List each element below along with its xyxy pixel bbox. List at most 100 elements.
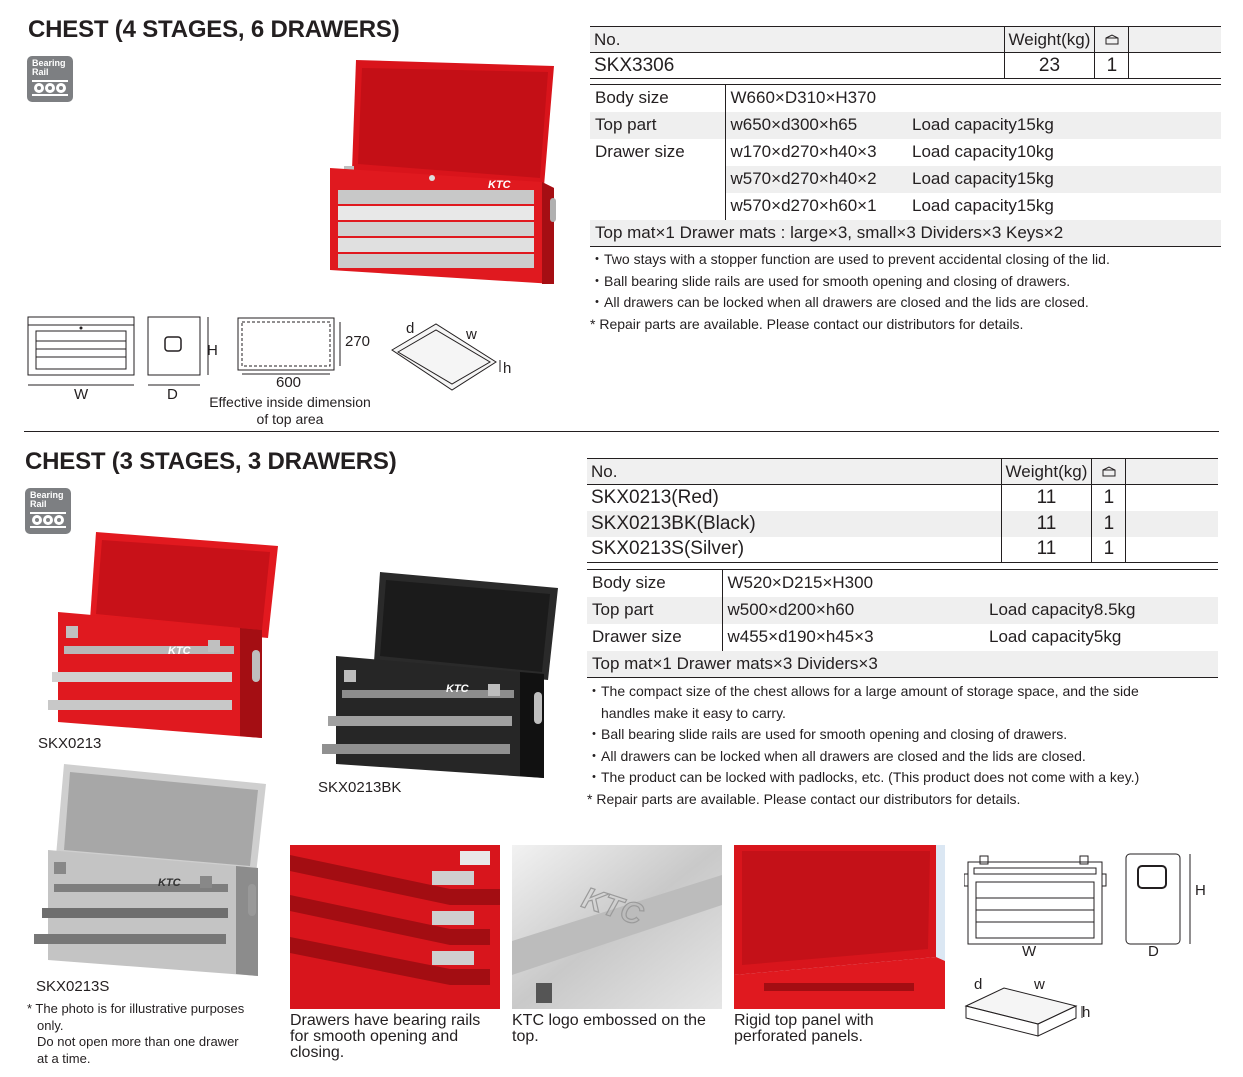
top-part-value: w500×d200×h60 (721, 596, 984, 624)
height-label: H (207, 342, 218, 359)
product-weight: 11 (1000, 510, 1092, 537)
accessories: Top mat×1 Drawer mats×3 Dividers×3 (592, 653, 878, 673)
ktc-logo: KTC (158, 877, 182, 889)
section2-title: CHEST (3 STAGES, 3 DRAWERS) (25, 448, 397, 475)
drawer-tray-diagram (964, 987, 1083, 1037)
width-label: W (74, 386, 89, 403)
height-label: H (1195, 882, 1206, 899)
product-no: SKX0213(Red) (591, 486, 719, 508)
drawer-size-2: w570×d270×h40×2 (724, 165, 907, 193)
photo-label-silver: SKX0213S (36, 978, 110, 995)
product-weight: 11 (1000, 536, 1092, 563)
notes-2: ・The compact size of the chest allows fo… (587, 681, 1227, 810)
body-size-label: Body size (592, 573, 666, 593)
front-view-diagram (964, 855, 1107, 945)
chest-skx3306-photo: KTC (330, 60, 556, 284)
top-view-diagram (237, 317, 341, 375)
note: * Repair parts are available. Please con… (587, 790, 1021, 807)
note: ・The compact size of the chest allows fo… (587, 683, 1139, 699)
photo-label-red: SKX0213 (38, 735, 102, 752)
bearing-rail-badge: Bearing Rail (27, 56, 73, 102)
badge-line2: Rail (32, 67, 49, 77)
tray-h-label: h (1082, 1004, 1091, 1021)
accessories: Top mat×1 Drawer mats : large×3, small×3… (595, 222, 1064, 242)
feature-caption-bearing: Drawers have bearing rails for smooth op… (290, 1012, 481, 1061)
feature-photo-top-panel (734, 845, 945, 1009)
note: * Repair parts are available. Please con… (590, 315, 1024, 332)
drawer-load-3: Load capacity15kg (912, 196, 1054, 215)
note: ・Ball bearing slide rails are used for s… (587, 726, 1068, 742)
inside-dimension-caption: Effective inside dimension of top area (205, 394, 375, 427)
disclaimer-line: only. (37, 1017, 64, 1033)
disclaimer-line: at a time. (37, 1050, 91, 1066)
feature-photo-bearing-rails (290, 845, 500, 1009)
drawer-size-3: w570×d270×h60×1 (724, 192, 907, 220)
section-divider (24, 431, 1219, 432)
dim-600-label: 600 (276, 374, 302, 391)
photo-label-black: SKX0213BK (318, 779, 402, 796)
table-row: SKX0213BK(Black) 11 1 (587, 510, 1218, 537)
box-icon (1094, 26, 1129, 53)
dim-270-label: 270 (345, 333, 371, 350)
product-no: SKX0213S(Silver) (587, 536, 1001, 563)
table-row: SKX0213S(Silver) 11 1 (587, 536, 1218, 563)
body-size-value: W660×D310×H370 (724, 84, 1221, 112)
product-qty: 1 (1091, 484, 1126, 511)
tray-d-label: d (406, 320, 415, 337)
depth-label: D (167, 386, 178, 403)
product-table-2: No. Weight(kg) SKX0213(Red) 11 1 SKX0213… (587, 458, 1218, 563)
notes-1: ・Two stays with a stopper function are u… (590, 249, 1230, 335)
top-part-load: Load capacity15kg (912, 115, 1054, 134)
drawer-size-value: w455×d190×h45×3 (721, 623, 984, 651)
note: ・Two stays with a stopper function are u… (590, 251, 1110, 267)
top-part-load: Load capacity8.5kg (989, 600, 1136, 619)
col-no: No. (590, 26, 1004, 53)
note: ・The product can be locked with padlocks… (587, 769, 1140, 785)
body-size-value: W520×D215×H300 (721, 569, 1218, 597)
top-part-value: w650×d300×h65 (724, 111, 907, 139)
drawer-tray-diagram (391, 323, 501, 391)
feature-caption-logo: KTC logo embossed on the top. (512, 1012, 706, 1045)
drawer-load-2: Load capacity15kg (907, 165, 1221, 193)
photo-disclaimer: * The photo is for illustrative purposes… (27, 1001, 267, 1067)
side-view-diagram (147, 316, 209, 386)
front-view-diagram (27, 316, 135, 386)
disclaimer-line: * The photo is for illustrative purposes (27, 1001, 245, 1016)
product-qty: 1 (1091, 510, 1126, 537)
product-no: SKX3306 (590, 52, 1004, 79)
feature-caption-panel: Rigid top panel with perforated panels. (734, 1012, 874, 1045)
body-size-label: Body size (595, 88, 669, 108)
tray-d-label: d (974, 976, 983, 993)
ktc-logo: KTC (488, 179, 512, 191)
note: handles make it easy to carry. (587, 704, 786, 721)
table-row: SKX3306 23 1 (590, 52, 1221, 79)
tray-w-label: w (466, 326, 477, 343)
ktc-logo: KTC (446, 683, 470, 695)
drawer-load-1: Load capacity10kg (912, 142, 1054, 161)
feature-photo-ktc-emboss: KTC (512, 845, 722, 1009)
chest-red-photo: KTC (48, 532, 278, 738)
disclaimer-line: Do not open more than one drawer (37, 1034, 239, 1049)
chest-black-photo: KTC (322, 572, 558, 778)
tray-w-label: w (1034, 976, 1045, 993)
note: ・All drawers can be locked when all draw… (587, 747, 1086, 764)
col-no: No. (587, 458, 1001, 485)
inside-caption-line2: of top area (256, 410, 324, 427)
drawer-size-label: Drawer size (595, 142, 685, 161)
box-icon (1091, 458, 1126, 485)
width-label: W (1022, 943, 1037, 960)
note: ・All drawers can be locked when all draw… (590, 294, 1089, 310)
chest-silver-photo: KTC (34, 764, 266, 976)
ktc-logo: KTC (168, 645, 192, 657)
bearing-rail-icon (30, 512, 66, 528)
bearing-rail-icon (32, 80, 68, 96)
badge-line2: Rail (30, 499, 47, 509)
drawer-load: Load capacity5kg (989, 627, 1122, 646)
top-part-label: Top part (595, 115, 657, 134)
product-no: SKX0213BK(Black) (591, 512, 756, 534)
product-qty: 1 (1094, 52, 1129, 79)
tray-h-label: h (503, 360, 512, 377)
inside-caption-line1: Effective inside dimension (209, 394, 371, 410)
spec-table-2: Body size W520×D215×H300 Top part w500×d… (587, 569, 1218, 678)
top-part-label: Top part (592, 600, 654, 619)
